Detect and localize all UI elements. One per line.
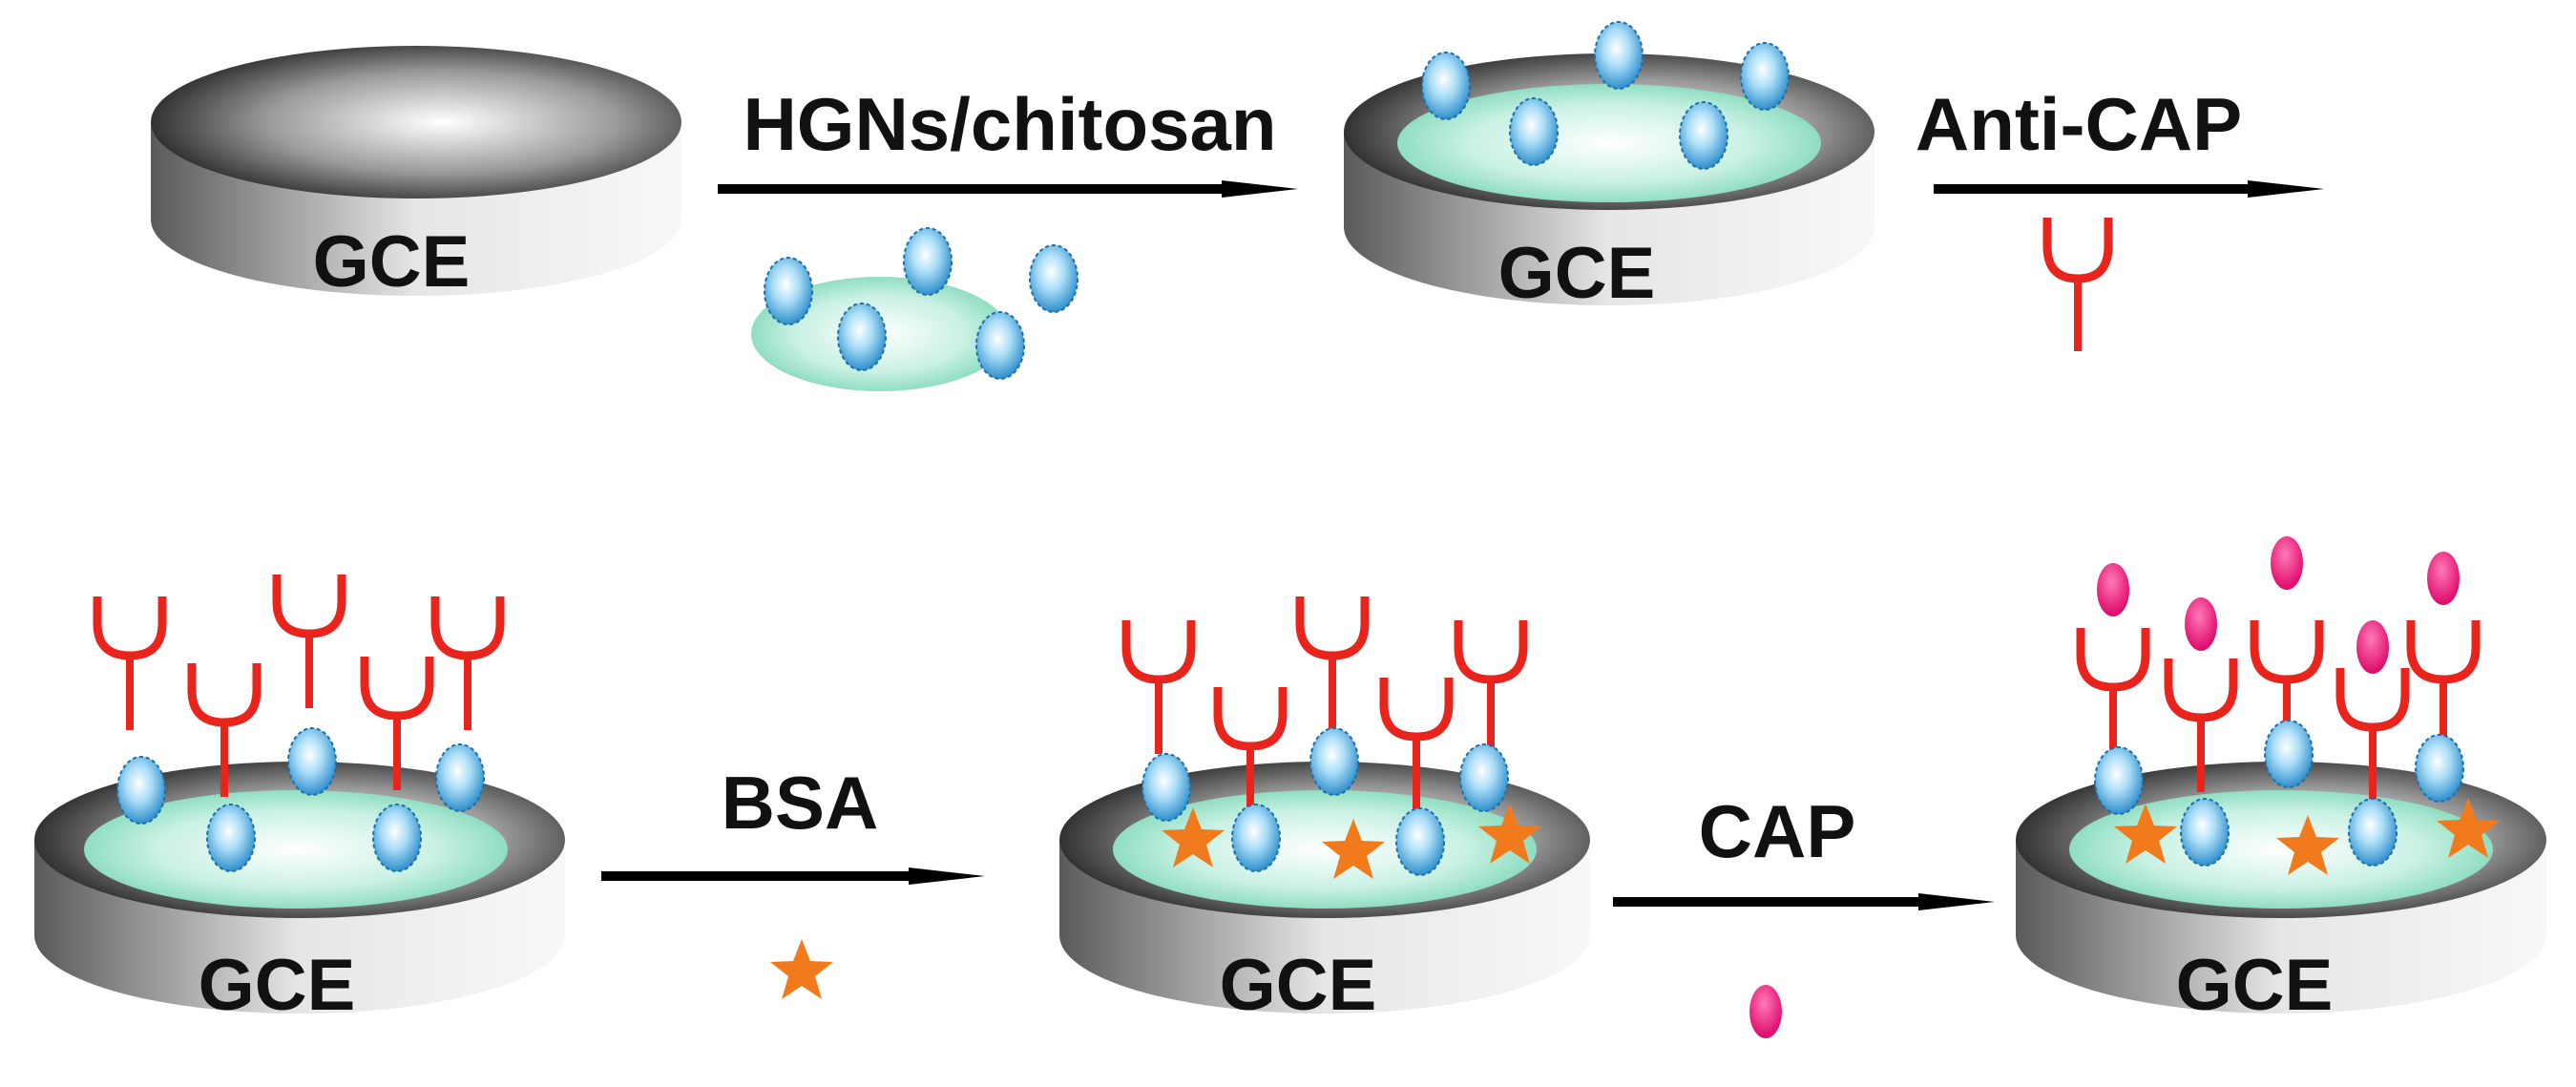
- cap-reagent-icon: [1749, 985, 1782, 1038]
- hgns-modified-electrode: GCE: [1344, 21, 1874, 314]
- step-arrow-1: HGNs/chitosan: [718, 82, 1298, 198]
- step-arrow-2: Anti-CAP: [1916, 82, 2324, 198]
- cap-bound-electrode: GCE: [2016, 536, 2546, 1026]
- bsa-reagent-icon: [770, 939, 833, 999]
- gce-label: GCE: [199, 945, 356, 1026]
- step-label-hgns-chitosan: HGNs/chitosan: [743, 82, 1276, 166]
- step-label-cap: CAP: [1699, 789, 1856, 873]
- step-label-bsa: BSA: [722, 761, 879, 845]
- antibody-reagent-icon: [2042, 218, 2113, 351]
- gce-label: GCE: [313, 221, 471, 303]
- step-label-anti-cap: Anti-CAP: [1916, 82, 2242, 166]
- gce-label: GCE: [1498, 233, 1656, 314]
- gce-label: GCE: [1220, 945, 1377, 1026]
- antibody-electrode: GCE: [34, 575, 565, 1026]
- hgns-chitosan-reagent-icon: [751, 227, 1079, 391]
- bsa-blocked-electrode: GCE: [1059, 596, 1590, 1026]
- step-arrow-3: BSA: [601, 761, 985, 885]
- gce-label: GCE: [2176, 945, 2334, 1026]
- bare-electrode: GCE: [151, 46, 681, 303]
- step-arrow-4: CAP: [1613, 789, 1995, 910]
